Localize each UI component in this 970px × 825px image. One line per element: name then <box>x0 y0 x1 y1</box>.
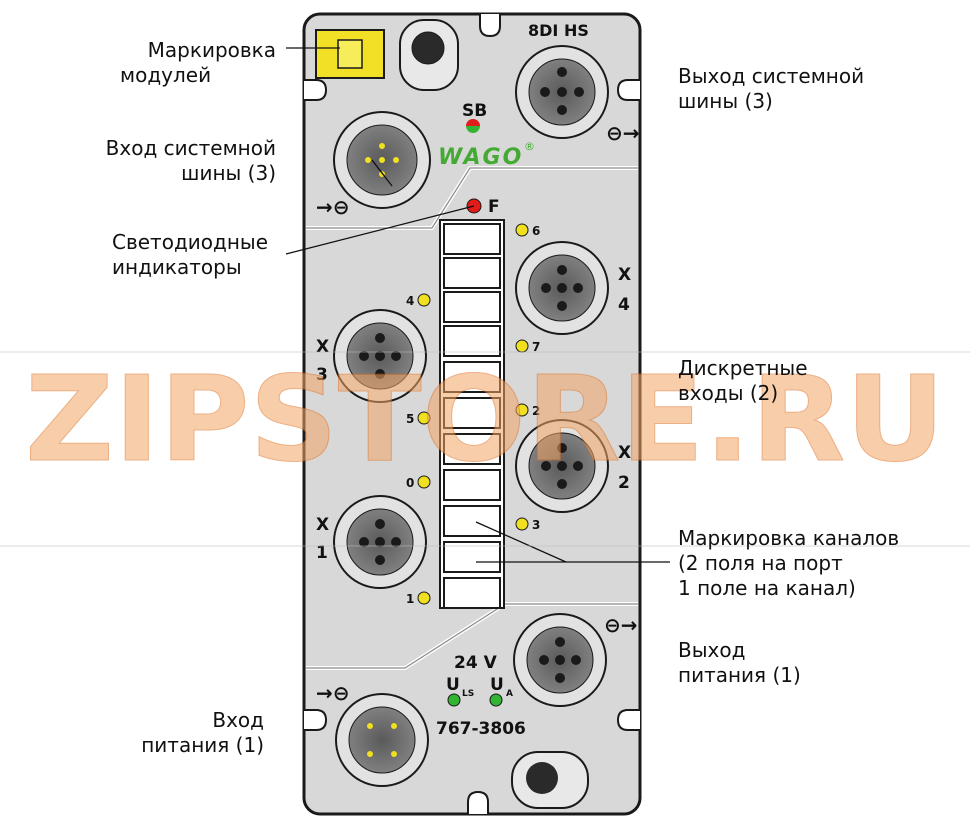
sb-label: SB <box>462 101 487 121</box>
port-x3-connector <box>333 309 427 403</box>
separator-top-line <box>306 167 638 229</box>
bus-out-arrow-icon: ⊖→ <box>606 121 640 145</box>
callout-module-marking: Маркировка модулей <box>120 38 276 88</box>
callout-leds-line2: индикаторы <box>112 255 242 279</box>
u-a-label: U <box>490 675 504 695</box>
slot-bottom <box>467 790 489 814</box>
callout-bus-out: Выход системной шины (3) <box>678 64 864 114</box>
channel-led-2 <box>515 403 529 417</box>
channel-leds <box>417 223 529 605</box>
watermark: ZIPSTORE.RU <box>0 350 970 547</box>
callout-channel-marking-line1: Маркировка каналов <box>678 526 900 550</box>
callout-bus-out-line2: шины (3) <box>678 89 773 113</box>
port-x3-number: 3 <box>316 365 328 385</box>
sb-led <box>466 119 480 133</box>
channel-marking-strip <box>439 219 505 609</box>
module-name: 8DI HS <box>528 21 589 40</box>
slot-left-top <box>304 79 328 101</box>
channel-led-3-label: 3 <box>532 518 540 532</box>
power-in-arrow-icon: →⊖ <box>316 681 350 705</box>
channel-led-4-label: 4 <box>406 294 414 308</box>
callout-bus-out-line1: Выход системной <box>678 64 865 88</box>
channel-led-0 <box>417 475 431 489</box>
channel-led-2-label: 2 <box>532 404 540 418</box>
slot-left-bottom <box>304 709 328 731</box>
slot-right-top <box>616 79 640 101</box>
callout-channel-marking: Маркировка каналов (2 поля на порт 1 пол… <box>678 526 899 601</box>
channel-led-5-label: 5 <box>406 412 414 426</box>
wago-trademark: ® <box>524 140 535 153</box>
channel-led-1 <box>417 591 431 605</box>
u-ls-sub: LS <box>462 689 474 699</box>
callout-bus-in: Вход системной шины (3) <box>60 136 276 186</box>
channel-led-7-label: 7 <box>532 340 540 354</box>
callout-digital-inputs-line2: входы (2) <box>678 381 779 405</box>
callout-power-out-line1: Выход <box>678 638 746 662</box>
u-a-led <box>489 693 503 707</box>
port-x4-connector <box>515 241 609 335</box>
callout-power-in-line2: питания (1) <box>141 733 264 757</box>
leader-lines <box>285 47 670 563</box>
callout-power-out: Выход питания (1) <box>678 638 801 688</box>
port-x2-number: 2 <box>618 473 630 493</box>
callout-channel-marking-line3: 1 поле на канал) <box>678 576 856 600</box>
fault-label: F <box>488 197 500 217</box>
port-x2-letter: X <box>618 443 631 463</box>
slot-right-bottom <box>616 709 640 731</box>
slot-top <box>479 14 501 38</box>
separator-bottom-line <box>306 603 638 669</box>
watermark-text: ZIPSTORE.RU <box>25 350 945 488</box>
channel-led-1-label: 1 <box>406 592 414 606</box>
callout-module-marking-line1: Маркировка <box>147 38 276 62</box>
leader-bus-in <box>371 159 393 187</box>
callout-channel-marking-line2: (2 поля на порт <box>678 551 843 575</box>
leader-leds <box>285 205 475 255</box>
module-marking-label <box>315 29 385 79</box>
port-x1-number: 1 <box>316 543 328 563</box>
port-x1-letter: X <box>316 515 329 535</box>
power-out-connector <box>513 613 607 707</box>
callout-leds: Светодиодные индикаторы <box>112 230 268 280</box>
callout-module-marking-line2: модулей <box>120 63 212 87</box>
u-ls-led <box>447 693 461 707</box>
channel-led-6-label: 6 <box>532 224 540 238</box>
power-in-connector <box>335 693 429 787</box>
bus-in-arrow-icon: →⊖ <box>316 195 350 219</box>
channel-led-3 <box>515 517 529 531</box>
callout-digital-inputs: Дискретные входы (2) <box>678 356 808 406</box>
callout-leds-line1: Светодиодные <box>112 230 269 254</box>
leader-channel-marking-1 <box>475 521 567 563</box>
port-x1-connector <box>333 495 427 589</box>
callout-bus-in-line2: шины (3) <box>181 161 276 185</box>
port-x4-number: 4 <box>618 295 630 315</box>
bottom-screw <box>511 751 589 809</box>
power-out-arrow-icon: ⊖→ <box>604 613 638 637</box>
callout-bus-in-line1: Вход системной <box>105 136 276 160</box>
callout-digital-inputs-line1: Дискретные <box>678 356 808 380</box>
port-x4-letter: X <box>618 265 631 285</box>
channel-led-4 <box>417 293 431 307</box>
u-ls-label: U <box>446 675 460 695</box>
top-screw <box>399 19 459 91</box>
callout-power-out-line2: питания (1) <box>678 663 801 687</box>
u-a-sub: A <box>506 689 513 699</box>
voltage-label: 24 V <box>454 653 498 673</box>
channel-led-0-label: 0 <box>406 476 414 490</box>
wago-logo: WAGO <box>438 145 523 170</box>
port-x2-connector <box>515 419 609 513</box>
bus-out-connector <box>515 45 609 139</box>
channel-led-5 <box>417 411 431 425</box>
bus-in-connector <box>333 111 431 209</box>
callout-power-in-line1: Вход <box>212 708 264 732</box>
callout-power-in: Вход питания (1) <box>110 708 264 758</box>
article-number: 767-3806 <box>436 719 526 739</box>
mounting-slots <box>304 14 640 814</box>
channel-led-6 <box>515 223 529 237</box>
